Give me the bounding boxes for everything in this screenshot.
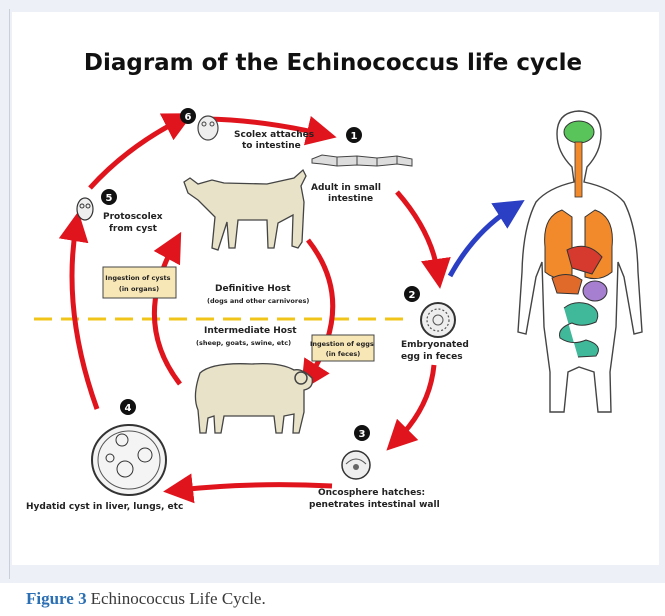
svg-text:3: 3 [359, 429, 366, 440]
arrow-to-human [450, 208, 512, 276]
scolex-illustration [198, 116, 218, 140]
stage-2-label: Embryonated egg in feces [401, 340, 472, 362]
svg-text:5: 5 [106, 193, 113, 204]
stage-4-badge: 4 [120, 399, 136, 415]
adult-worm-illustration [312, 155, 412, 166]
diagram-title: Diagram of the Echinococcus life cycle [84, 50, 582, 76]
stage-6-label: Scolex attaches to intestine [234, 130, 317, 151]
svg-text:1: 1 [351, 131, 358, 142]
dog-illustration [184, 170, 306, 250]
arrow-3-to-4 [178, 485, 332, 490]
protoscolex-illustration [77, 198, 93, 220]
sheep-illustration [195, 364, 312, 433]
stage-4-label: Hydatid cyst in liver, lungs, etc [26, 502, 183, 512]
oncosphere-illustration [342, 451, 370, 479]
arrow-5-to-6 [90, 120, 180, 188]
stage-3-label: Oncosphere hatches: penetrates intestina… [309, 488, 440, 510]
arrow-2-to-3 [397, 365, 434, 440]
human-illustration [518, 111, 642, 412]
definitive-host-label: Definitive Host [215, 284, 291, 294]
stage-5-label: Protoscolex from cyst [103, 212, 166, 234]
figure-canvas: Diagram of the Echinococcus life cycle 1 [12, 12, 659, 565]
intermediate-host-detail: (sheep, goats, swine, etc) [196, 339, 291, 347]
definitive-host-detail: (dogs and other carnivores) [207, 297, 309, 305]
ingestion-cysts-box: Ingestion of cysts (in organs) [103, 267, 176, 298]
figure-label: Figure 3 [26, 589, 87, 608]
embryonated-egg-illustration [421, 303, 455, 337]
arrow-sheep-to-dog [154, 245, 180, 384]
stage-2-badge: 2 [404, 286, 420, 302]
stage-6-badge: 6 [180, 108, 196, 124]
intermediate-host-label: Intermediate Host [204, 326, 297, 336]
svg-text:6: 6 [185, 112, 192, 123]
figure-caption-text: Echinococcus Life Cycle. [91, 589, 266, 608]
ingestion-eggs-box: Ingestion of eggs (in feces) [310, 335, 376, 361]
stage-3-badge: 3 [354, 425, 370, 441]
arrow-1-to-2 [397, 192, 438, 274]
hydatid-cyst-illustration [92, 425, 166, 495]
svg-text:2: 2 [409, 290, 416, 301]
panel-left-border [9, 9, 10, 579]
life-cycle-diagram: Diagram of the Echinococcus life cycle 1 [12, 12, 659, 565]
svg-text:4: 4 [125, 403, 132, 414]
figure-panel: Diagram of the Echinococcus life cycle 1 [0, 0, 665, 583]
stage-1-label: Adult in small intestine [311, 183, 384, 204]
stage-5-badge: 5 [101, 189, 117, 205]
stage-1-badge: 1 [346, 127, 362, 143]
